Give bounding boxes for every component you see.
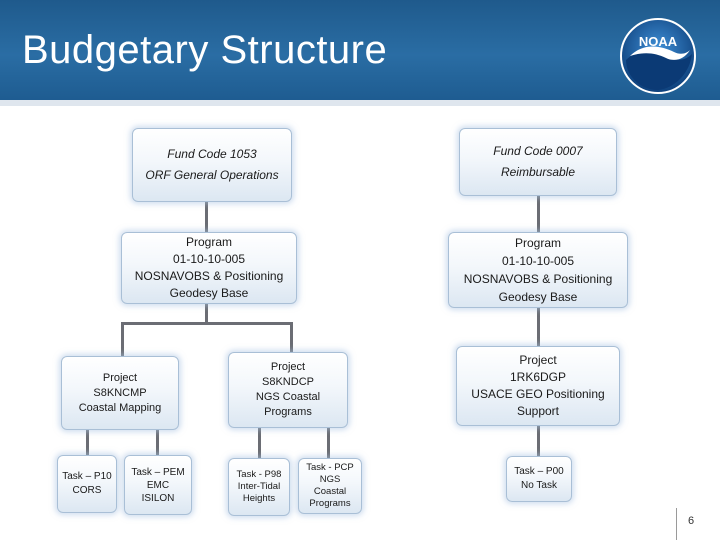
fund-code-1053-box: Fund Code 1053 ORF General Operations — [132, 128, 292, 202]
task-pcp-box: Task - PCP NGS Coastal Programs — [298, 458, 362, 514]
connector-to-s8kndcp — [290, 322, 293, 358]
task-p98-line2: Inter-Tidal — [237, 481, 281, 492]
program-left-line3: NOSNAVOBS & Positioning — [134, 269, 284, 283]
program-left-box: Program 01-10-10-005 NOSNAVOBS & Positio… — [121, 232, 297, 304]
project-s8kncmp-box: Project S8KNCMP Coastal Mapping — [61, 356, 179, 430]
page-number: 6 — [688, 515, 695, 527]
connector-fund1053-program — [205, 202, 208, 234]
project-1rk6dgp-line1: Project — [519, 353, 557, 367]
svg-text:NOAA: NOAA — [639, 34, 678, 49]
task-p00-line1: Task – P00 — [514, 466, 564, 477]
task-pcp-line2: NGS — [319, 474, 341, 485]
project-1rk6dgp-line4: Support — [516, 404, 560, 418]
program-right-line3: NOSNAVOBS & Positioning — [463, 272, 613, 286]
task-p98-line3: Heights — [242, 493, 276, 504]
project-s8kndcp-line1: Project — [270, 361, 306, 373]
project-s8kncmp-line3: Coastal Mapping — [78, 401, 162, 414]
project-s8kndcp-line2: S8KNDCP — [262, 376, 314, 388]
program-right-line1: Program — [514, 236, 561, 250]
fund-code-0007-box: Fund Code 0007 Reimbursable — [459, 128, 617, 196]
fund-0007-line1: Fund Code 0007 — [493, 144, 583, 158]
task-p00-line2: No Task — [521, 480, 557, 491]
project-s8kncmp-line2: S8KNCMP — [93, 386, 147, 399]
task-pcp-line3: Coastal — [313, 486, 347, 497]
project-1rk6dgp-line3: USACE GEO Positioning — [471, 387, 605, 401]
project-s8kndcp-line4: Programs — [264, 406, 312, 418]
fund-1053-line2: ORF General Operations — [145, 168, 279, 182]
task-pcp-line4: Programs — [309, 498, 351, 509]
slide-header — [0, 0, 720, 100]
project-1rk6dgp-box: Project 1RK6DGP USACE GEO Positioning Su… — [456, 346, 620, 426]
connector-to-task-p98 — [258, 428, 261, 458]
task-p10-line2: CORS — [72, 485, 102, 496]
connector-project-bar — [121, 322, 293, 325]
connector-program-split — [205, 303, 208, 323]
header-divider — [0, 100, 720, 106]
slide-title: Budgetary Structure — [22, 28, 388, 72]
task-p10-box: Task – P10 CORS — [57, 455, 117, 513]
noaa-logo: NOAA — [620, 18, 696, 94]
project-s8kndcp-box: Project S8KNDCP NGS Coastal Programs — [228, 352, 348, 428]
connector-fund0007-program — [537, 196, 540, 234]
connector-to-s8kncmp — [121, 322, 124, 358]
program-right-box: Program 01-10-10-005 NOSNAVOBS & Positio… — [448, 232, 628, 308]
program-right-line4: Geodesy Base — [498, 290, 578, 304]
connector-to-task-pcp — [327, 428, 330, 458]
project-1rk6dgp-line2: 1RK6DGP — [509, 370, 567, 384]
fund-0007-line2: Reimbursable — [500, 165, 576, 179]
fund-1053-line1: Fund Code 1053 — [167, 147, 257, 161]
page-number-divider — [676, 508, 677, 540]
task-p98-line1: Task - P98 — [236, 469, 282, 480]
program-left-line1: Program — [185, 235, 232, 249]
task-pcp-line1: Task - PCP — [306, 462, 354, 473]
project-s8kndcp-line3: NGS Coastal — [255, 391, 321, 403]
task-p10-line1: Task – P10 — [62, 471, 112, 482]
connector-to-task-p00 — [537, 426, 540, 456]
task-pem-box: Task – PEM EMC ISILON — [124, 455, 192, 515]
task-pem-line2: EMC — [146, 479, 170, 491]
connector-program-1rk6dgp — [537, 308, 540, 348]
task-p98-box: Task - P98 Inter-Tidal Heights — [228, 458, 290, 516]
program-left-line4: Geodesy Base — [169, 286, 249, 300]
program-left-line2: 01-10-10-005 — [172, 252, 246, 266]
program-right-line2: 01-10-10-005 — [501, 254, 575, 268]
project-s8kncmp-line1: Project — [102, 371, 138, 384]
task-pem-line3: ISILON — [141, 492, 175, 504]
connector-to-task-pem — [156, 430, 159, 455]
task-p00-box: Task – P00 No Task — [506, 456, 572, 502]
connector-to-task-p10 — [86, 430, 89, 455]
task-pem-line1: Task – PEM — [131, 466, 185, 478]
